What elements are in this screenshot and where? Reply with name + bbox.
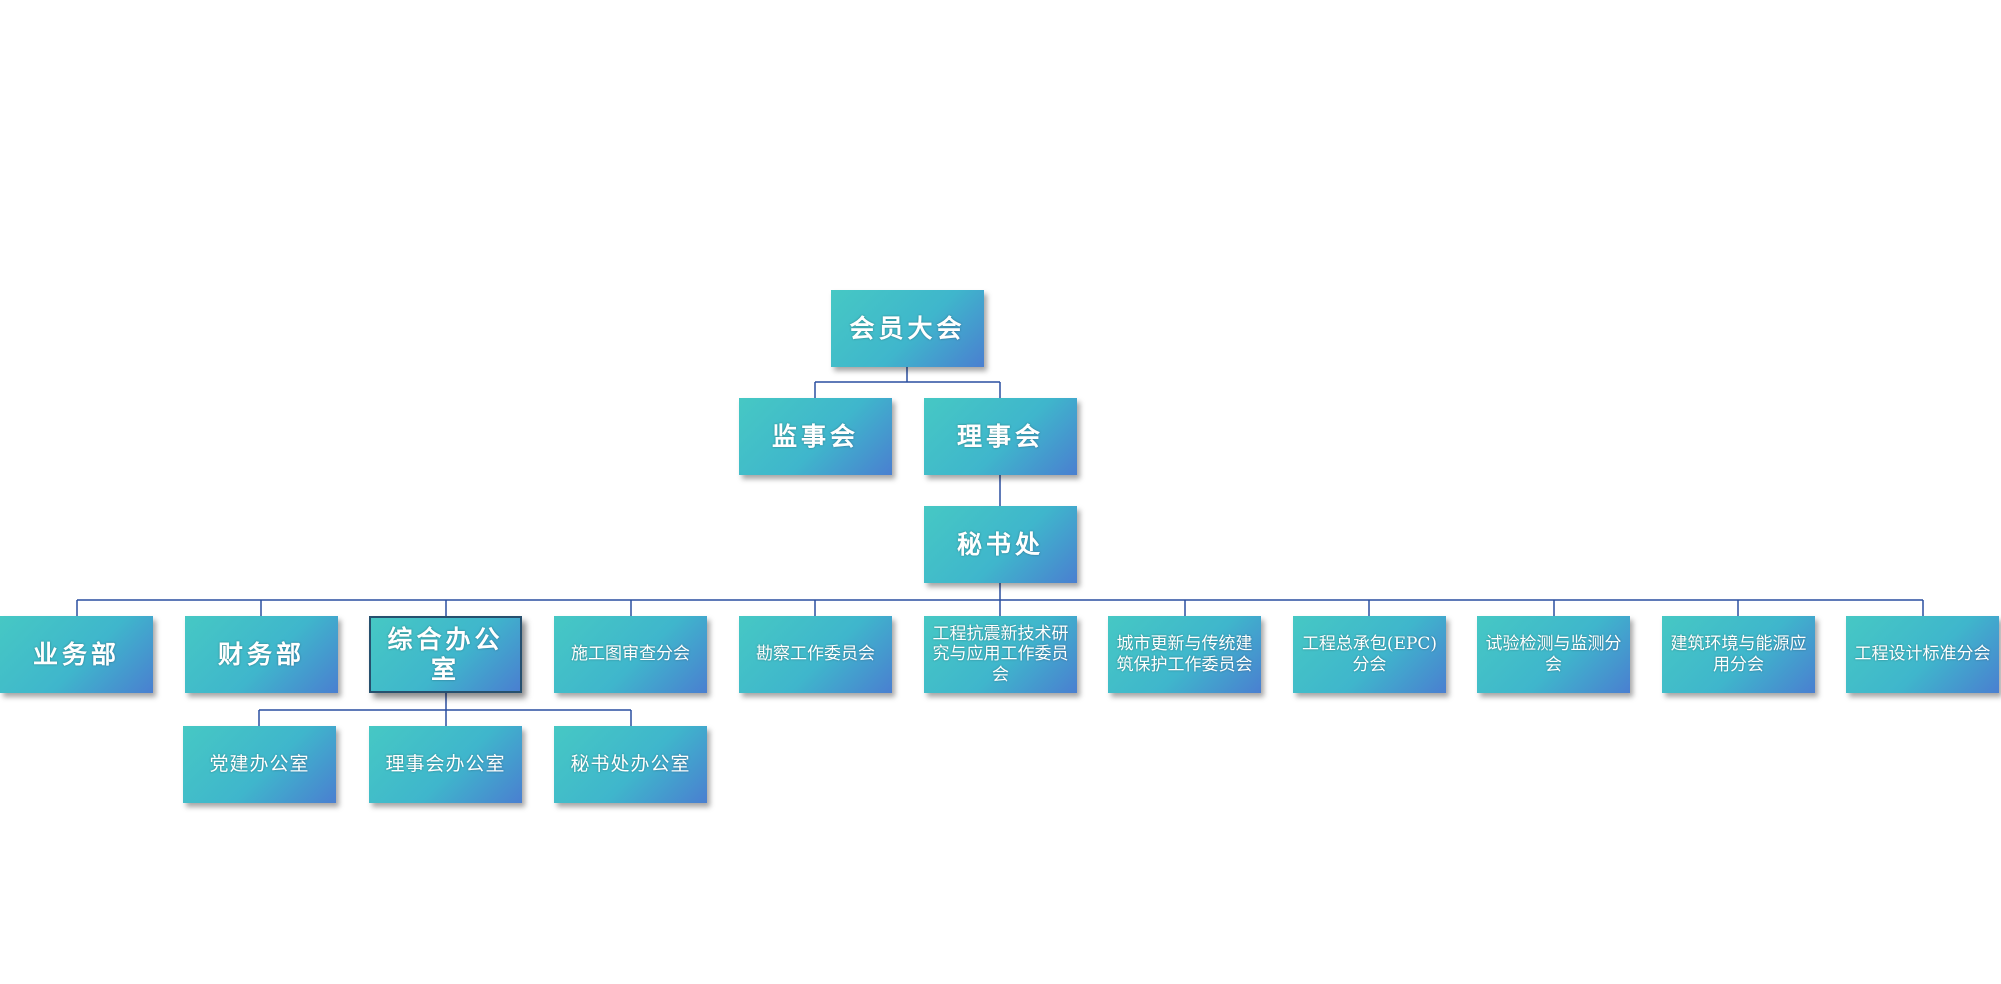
node-design-standard-branch[interactable]: 工程设计标准分会: [1846, 616, 1999, 693]
node-party-office[interactable]: 党建办公室: [183, 726, 336, 803]
node-seismic-committee[interactable]: 工程抗震新技术研究与应用工作委员会: [924, 616, 1077, 693]
node-general-office[interactable]: 综合办公室: [369, 616, 522, 693]
node-secretariat[interactable]: 秘书处: [924, 506, 1077, 583]
node-council[interactable]: 理事会: [924, 398, 1077, 475]
node-council-office[interactable]: 理事会办公室: [369, 726, 522, 803]
node-members-congress[interactable]: 会员大会: [831, 290, 984, 367]
node-environment-branch[interactable]: 建筑环境与能源应用分会: [1662, 616, 1815, 693]
node-epc-branch[interactable]: 工程总承包(EPC)分会: [1293, 616, 1446, 693]
node-survey-committee[interactable]: 勘察工作委员会: [739, 616, 892, 693]
node-construction-review[interactable]: 施工图审查分会: [554, 616, 707, 693]
node-supervisors[interactable]: 监事会: [739, 398, 892, 475]
node-finance-dept[interactable]: 财务部: [185, 616, 338, 693]
node-secretariat-office[interactable]: 秘书处办公室: [554, 726, 707, 803]
node-urban-renewal-committee[interactable]: 城市更新与传统建筑保护工作委员会: [1108, 616, 1261, 693]
node-business-dept[interactable]: 业务部: [0, 616, 153, 693]
node-testing-branch[interactable]: 试验检测与监测分会: [1477, 616, 1630, 693]
